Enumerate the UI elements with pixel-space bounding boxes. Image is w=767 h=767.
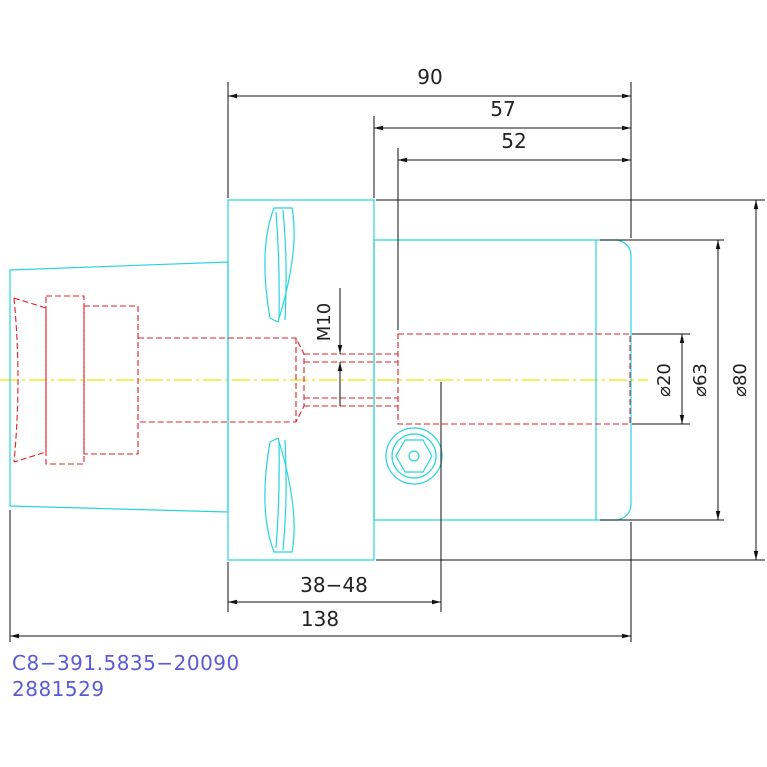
dim-90-label: 90 (417, 65, 442, 89)
dim-38-48-label: 38−48 (300, 573, 368, 597)
part-code-label: C8−391.5835−20090 (12, 651, 240, 675)
dimension-lines (9, 82, 765, 642)
hidden-lines (13, 295, 631, 465)
part-number-label: 2881529 (12, 677, 105, 701)
part-outline (9, 199, 632, 561)
dim-57-label: 57 (490, 97, 515, 121)
dim-52-label: 52 (501, 129, 526, 153)
dim-dia63-label: ⌀63 (690, 363, 711, 397)
dim-138-label: 138 (301, 607, 339, 631)
dim-dia20-label: ⌀20 (654, 363, 675, 397)
dim-dia80-label: ⌀80 (730, 363, 751, 397)
dim-m10-label: M10 (314, 303, 335, 341)
